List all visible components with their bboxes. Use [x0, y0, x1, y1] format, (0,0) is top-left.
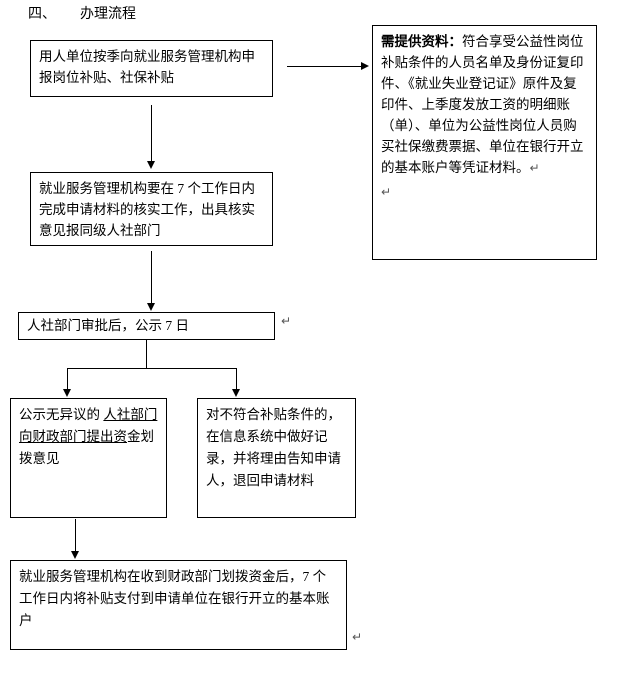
arrow-apply-to-note-head — [361, 62, 369, 70]
paragraph-mark: ↵ — [529, 161, 540, 175]
flow-box-verify-text: 就业服务管理机构要在 7 个工作日内完成申请材料的核实工作，出具核实意见报同级人… — [39, 181, 255, 238]
flow-box-apply-text: 用人单位按季向就业服务管理机构申报岗位补贴、社保补贴 — [39, 49, 255, 85]
arrow-branch-right-line — [236, 368, 237, 389]
flow-box-publicity-text: 人社部门审批后，公示 7 日 — [27, 318, 189, 333]
arrow-fund-to-payment-line — [75, 519, 76, 551]
arrow-apply-to-verify-head — [147, 161, 155, 169]
paragraph-mark: ↵ — [281, 314, 292, 328]
flow-box-apply: 用人单位按季向就业服务管理机构申报岗位补贴、社保补贴 — [30, 40, 273, 97]
flow-box-rejected-text: 对不符合补贴条件的，在信息系统中做好记录，并将理由告知申请人，退回申请材料 — [206, 407, 341, 488]
flow-box-fund-transfer-pre: 公示无异议的 — [19, 407, 104, 422]
branch-cross-line — [67, 368, 237, 369]
flow-box-rejected: 对不符合补贴条件的，在信息系统中做好记录，并将理由告知申请人，退回申请材料 — [197, 398, 356, 518]
flow-box-fund-transfer-post: 金划拨意见 — [19, 429, 154, 466]
arrow-branch-right-head — [232, 389, 240, 397]
note-body: 符合享受公益性岗位补贴条件的人员名单及身份证复印件、《就业失业登记证》原件及复印… — [381, 34, 584, 175]
flow-box-fund-transfer-underlined: 人社部门向财政部门提出资 — [19, 407, 158, 444]
section-number: 四、 — [28, 7, 56, 22]
arrow-branch-left-head — [63, 389, 71, 397]
branch-stem-line — [146, 340, 147, 368]
arrow-verify-to-publicity-head — [147, 303, 155, 311]
flow-box-publicity: 人社部门审批后，公示 7 日 — [18, 312, 275, 340]
flow-box-payment-text: 就业服务管理机构在收到财政部门划拨资金后，7 个工作日内将补贴支付到申请单位在银… — [19, 569, 330, 628]
flow-box-required-materials: 需提供资料：符合享受公益性岗位补贴条件的人员名单及身份证复印件、《就业失业登记证… — [372, 25, 597, 260]
note-label: 需提供资料： — [381, 34, 462, 49]
section-title: 办理流程 — [80, 7, 136, 22]
flow-box-verify: 就业服务管理机构要在 7 个工作日内完成申请材料的核实工作，出具核实意见报同级人… — [30, 172, 273, 246]
flow-box-fund-transfer: 公示无异议的 人社部门向财政部门提出资金划拨意见 — [10, 398, 167, 518]
arrow-apply-to-verify-line — [151, 105, 152, 161]
paragraph-mark: ↵ — [352, 630, 363, 644]
flow-box-payment: 就业服务管理机构在收到财政部门划拨资金后，7 个工作日内将补贴支付到申请单位在银… — [10, 560, 347, 650]
arrow-fund-to-payment-head — [71, 551, 79, 559]
section-heading: 四、 办理流程 — [28, 6, 136, 24]
arrow-branch-left-line — [67, 368, 68, 389]
arrow-verify-to-publicity-line — [151, 251, 152, 303]
paragraph-mark: ↵ — [381, 185, 392, 199]
arrow-apply-to-note-line — [287, 66, 361, 67]
